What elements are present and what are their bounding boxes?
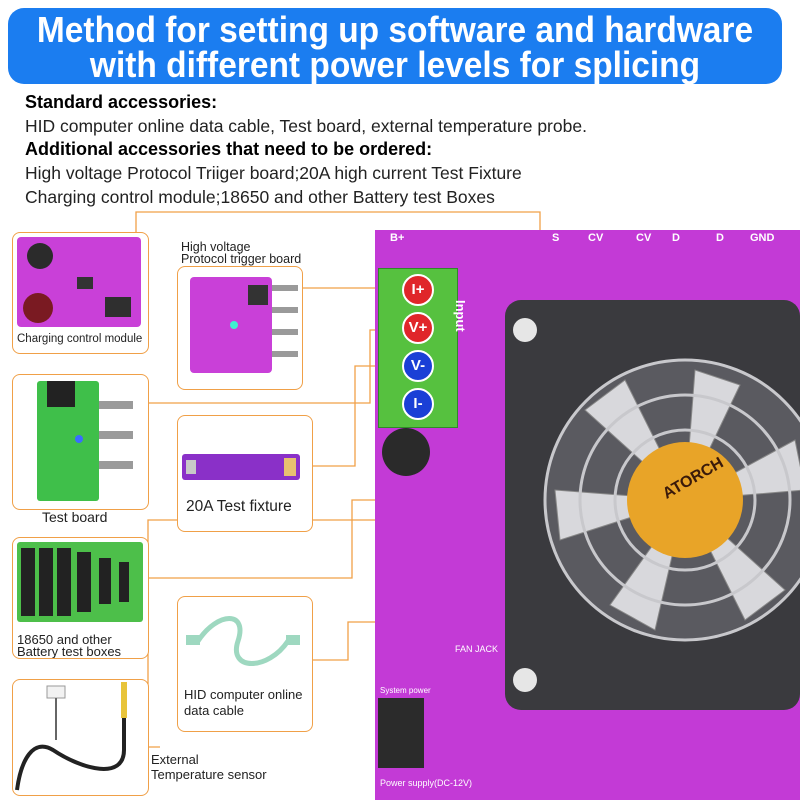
hid-cable-box: HID computer online data cable bbox=[177, 596, 313, 732]
battery-box-label-1: 18650 and other bbox=[17, 632, 112, 647]
fan-jack-label: FAN JACK bbox=[455, 644, 499, 654]
temp-sensor-label-2: Temperature sensor bbox=[151, 767, 267, 782]
standard-accessories-heading: Standard accessories: bbox=[25, 92, 218, 112]
additional-accessories-line-2: Charging control module;18650 and other … bbox=[25, 187, 495, 207]
pad-d-2: D bbox=[716, 232, 724, 244]
additional-accessories-line-1: High voltage Protocol Triiger board;20A … bbox=[25, 163, 522, 183]
terminal-v-plus: V+ bbox=[402, 312, 434, 344]
pad-cv-2: CV bbox=[636, 232, 652, 244]
pad-s: S bbox=[552, 232, 560, 244]
temp-sensor-label-1: External bbox=[151, 752, 199, 767]
test-board-box bbox=[12, 374, 149, 510]
hid-cable-label-2: data cable bbox=[184, 703, 244, 718]
battery-box-box: 18650 and other Battery test boxes bbox=[12, 537, 149, 659]
input-label: Input bbox=[453, 300, 468, 332]
charging-module-label: Charging control module bbox=[17, 333, 143, 345]
charging-module-image bbox=[17, 237, 141, 327]
hid-cable-image bbox=[186, 616, 300, 666]
hv-trigger-box bbox=[177, 266, 303, 390]
line-charging-module bbox=[135, 211, 541, 248]
title-line-2: with different power levels for splicing bbox=[89, 44, 701, 85]
terminal-i-minus: I- bbox=[402, 388, 434, 420]
title-banner: Method for setting up software and hardw… bbox=[8, 8, 782, 84]
line-hid-cable bbox=[300, 621, 390, 661]
hv-trigger-image bbox=[190, 277, 272, 373]
hv-trigger-label-1: High voltage bbox=[181, 240, 251, 254]
pad-gnd: GND bbox=[750, 232, 775, 244]
temp-sensor-image bbox=[15, 682, 127, 791]
hid-cable-label-1: HID computer online bbox=[184, 687, 303, 702]
test-board-image bbox=[37, 381, 99, 501]
test-fixture-label: 20A Test fixture bbox=[186, 498, 292, 515]
test-fixture-box: 20A Test fixture bbox=[177, 415, 313, 532]
hv-trigger-label-2: Protocol trigger board bbox=[181, 252, 302, 266]
standard-accessories-list: HID computer online data cable, Test boa… bbox=[25, 116, 587, 136]
terminal-i-plus: I+ bbox=[402, 274, 434, 306]
test-board-label: Test board bbox=[42, 509, 108, 525]
terminal-v-minus: V- bbox=[402, 350, 434, 382]
pad-d-1: D bbox=[672, 232, 680, 244]
battery-box-label-2: Battery test boxes bbox=[17, 644, 122, 659]
battery-box-image bbox=[17, 542, 143, 622]
temp-sensor-box bbox=[12, 679, 149, 796]
power-supply-label: Power supply(DC-12V) bbox=[380, 778, 473, 788]
pad-b-plus: B+ bbox=[390, 232, 405, 244]
system-power-label: System power bbox=[380, 686, 431, 695]
pad-cv-1: CV bbox=[588, 232, 604, 244]
test-fixture-image bbox=[182, 454, 300, 480]
dc-jack bbox=[378, 698, 424, 768]
cooling-fan bbox=[513, 318, 800, 692]
title-line-1: Method for setting up software and hardw… bbox=[36, 9, 754, 50]
charging-module-box: Charging control module bbox=[12, 232, 149, 354]
buzzer bbox=[382, 428, 430, 476]
additional-accessories-heading: Additional accessories that need to be o… bbox=[25, 139, 433, 159]
